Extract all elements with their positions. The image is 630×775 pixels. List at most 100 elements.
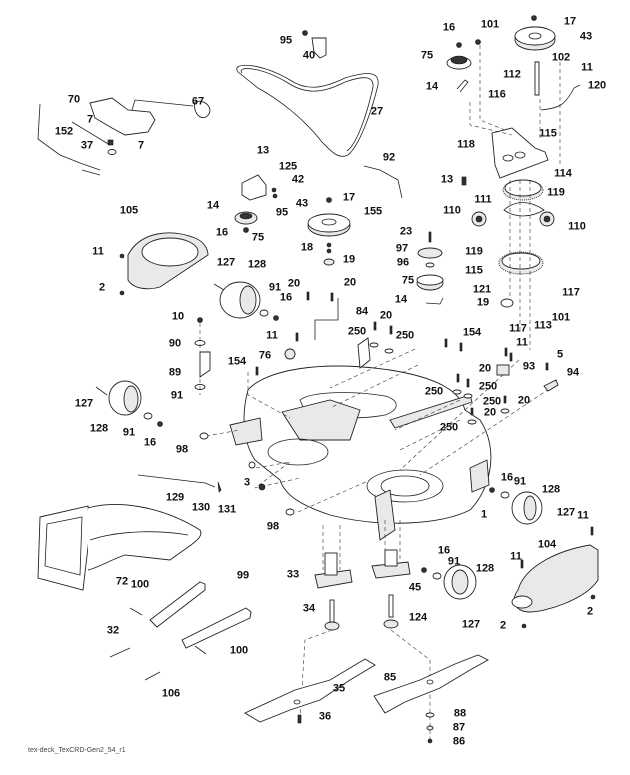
part-callout-16: 16 (500, 471, 514, 484)
part-callout-7: 7 (137, 139, 145, 152)
gauge-wheel-upper (213, 281, 279, 321)
part-callout-94: 94 (566, 366, 580, 379)
part-callout-43: 43 (295, 197, 309, 210)
part-callout-33: 33 (286, 568, 300, 581)
part-callout-16: 16 (437, 544, 451, 557)
part-callout-5: 5 (556, 348, 564, 361)
part-callout-75: 75 (420, 49, 434, 62)
part-callout-119: 119 (547, 186, 565, 199)
deck-fasteners (199, 291, 559, 516)
part-callout-88: 88 (453, 707, 467, 720)
part-callout-100: 100 (229, 644, 249, 657)
part-callout-20: 20 (287, 277, 301, 290)
spindle-33 (314, 552, 353, 631)
part-callout-13: 13 (256, 144, 270, 157)
part-callout-72: 72 (115, 575, 129, 588)
part-callout-23: 23 (399, 225, 413, 238)
part-callout-250: 250 (424, 385, 444, 398)
blade-35 (244, 658, 376, 723)
part-callout-20: 20 (483, 406, 497, 419)
part-callout-90: 90 (168, 337, 182, 350)
bracket-40 (311, 37, 327, 59)
part-callout-14: 14 (394, 293, 408, 306)
part-callout-2: 2 (586, 605, 594, 618)
mounting-bracket-99b (181, 607, 252, 649)
part-callout-20: 20 (379, 309, 393, 322)
part-callout-14: 14 (425, 80, 439, 93)
part-callout-111: 111 (474, 193, 492, 206)
part-callout-91: 91 (447, 555, 461, 568)
part-callout-152: 152 (54, 125, 74, 138)
part-callout-91: 91 (170, 389, 184, 402)
part-callout-2: 2 (98, 281, 106, 294)
part-callout-85: 85 (383, 671, 397, 684)
part-callout-93: 93 (522, 360, 536, 373)
part-callout-11: 11 (516, 336, 528, 349)
part-callout-128: 128 (247, 258, 267, 271)
part-callout-130: 130 (191, 501, 211, 514)
center-pulley (307, 197, 351, 266)
part-callout-13: 13 (440, 173, 454, 186)
drive-belt (236, 64, 379, 157)
part-callout-87: 87 (452, 721, 466, 734)
part-callout-1: 1 (480, 508, 488, 521)
part-callout-16: 16 (279, 291, 293, 304)
part-callout-125: 125 (278, 160, 298, 173)
part-callout-75: 75 (251, 231, 265, 244)
mounting-bracket-99a (149, 581, 206, 628)
part-callout-10: 10 (171, 310, 185, 323)
part-callout-17: 17 (563, 15, 577, 28)
part-callout-19: 19 (342, 253, 356, 266)
part-callout-99: 99 (236, 569, 250, 582)
part-callout-106: 106 (161, 687, 181, 700)
part-callout-104: 104 (537, 538, 557, 551)
part-callout-98: 98 (266, 520, 280, 533)
part-callout-96: 96 (396, 256, 410, 269)
part-callout-97: 97 (395, 242, 409, 255)
part-callout-127: 127 (556, 506, 576, 519)
part-callout-250: 250 (395, 329, 415, 342)
part-callout-91: 91 (513, 475, 527, 488)
part-callout-17: 17 (342, 191, 356, 204)
idler-pulley-stack (416, 231, 444, 305)
part-callout-250: 250 (482, 395, 502, 408)
part-callout-11: 11 (92, 245, 104, 258)
part-callout-11: 11 (266, 329, 278, 342)
part-callout-16: 16 (143, 436, 157, 449)
part-callout-101: 101 (551, 311, 571, 324)
part-callout-250: 250 (347, 325, 367, 338)
part-callout-14: 14 (206, 199, 220, 212)
part-callout-20: 20 (517, 394, 531, 407)
gauge-wheel-lower (421, 564, 477, 600)
part-callout-45: 45 (408, 581, 422, 594)
part-callout-42: 42 (291, 173, 305, 186)
part-callout-3: 3 (243, 476, 251, 489)
part-callout-20: 20 (478, 362, 492, 375)
part-callout-128: 128 (541, 483, 561, 496)
part-callout-37: 37 (80, 139, 94, 152)
part-callout-127: 127 (74, 397, 94, 410)
part-callout-43: 43 (579, 30, 593, 43)
part-callout-114: 114 (554, 167, 572, 180)
part-callout-127: 127 (216, 256, 236, 269)
part-callout-75: 75 (401, 274, 415, 287)
part-callout-91: 91 (122, 426, 136, 439)
part-callout-19: 19 (476, 296, 490, 309)
part-callout-129: 129 (165, 491, 185, 504)
part-callout-27: 27 (370, 105, 384, 118)
part-callout-102: 102 (551, 51, 571, 64)
part-callout-36: 36 (318, 710, 332, 723)
spring-32 (109, 647, 131, 658)
part-callout-117: 117 (562, 286, 580, 299)
part-callout-20: 20 (343, 276, 357, 289)
part-callout-95: 95 (275, 206, 289, 219)
part-callout-115: 115 (465, 264, 483, 277)
part-callout-92: 92 (382, 151, 396, 164)
part-callout-112: 112 (503, 68, 521, 81)
drawing-code: tex-deck_TexCRD-Gen2_54_r1 (28, 747, 126, 754)
part-callout-119: 119 (465, 245, 483, 258)
engagement-linkage (37, 97, 211, 176)
part-callout-113: 113 (534, 319, 552, 332)
part-callout-2: 2 (499, 619, 507, 632)
